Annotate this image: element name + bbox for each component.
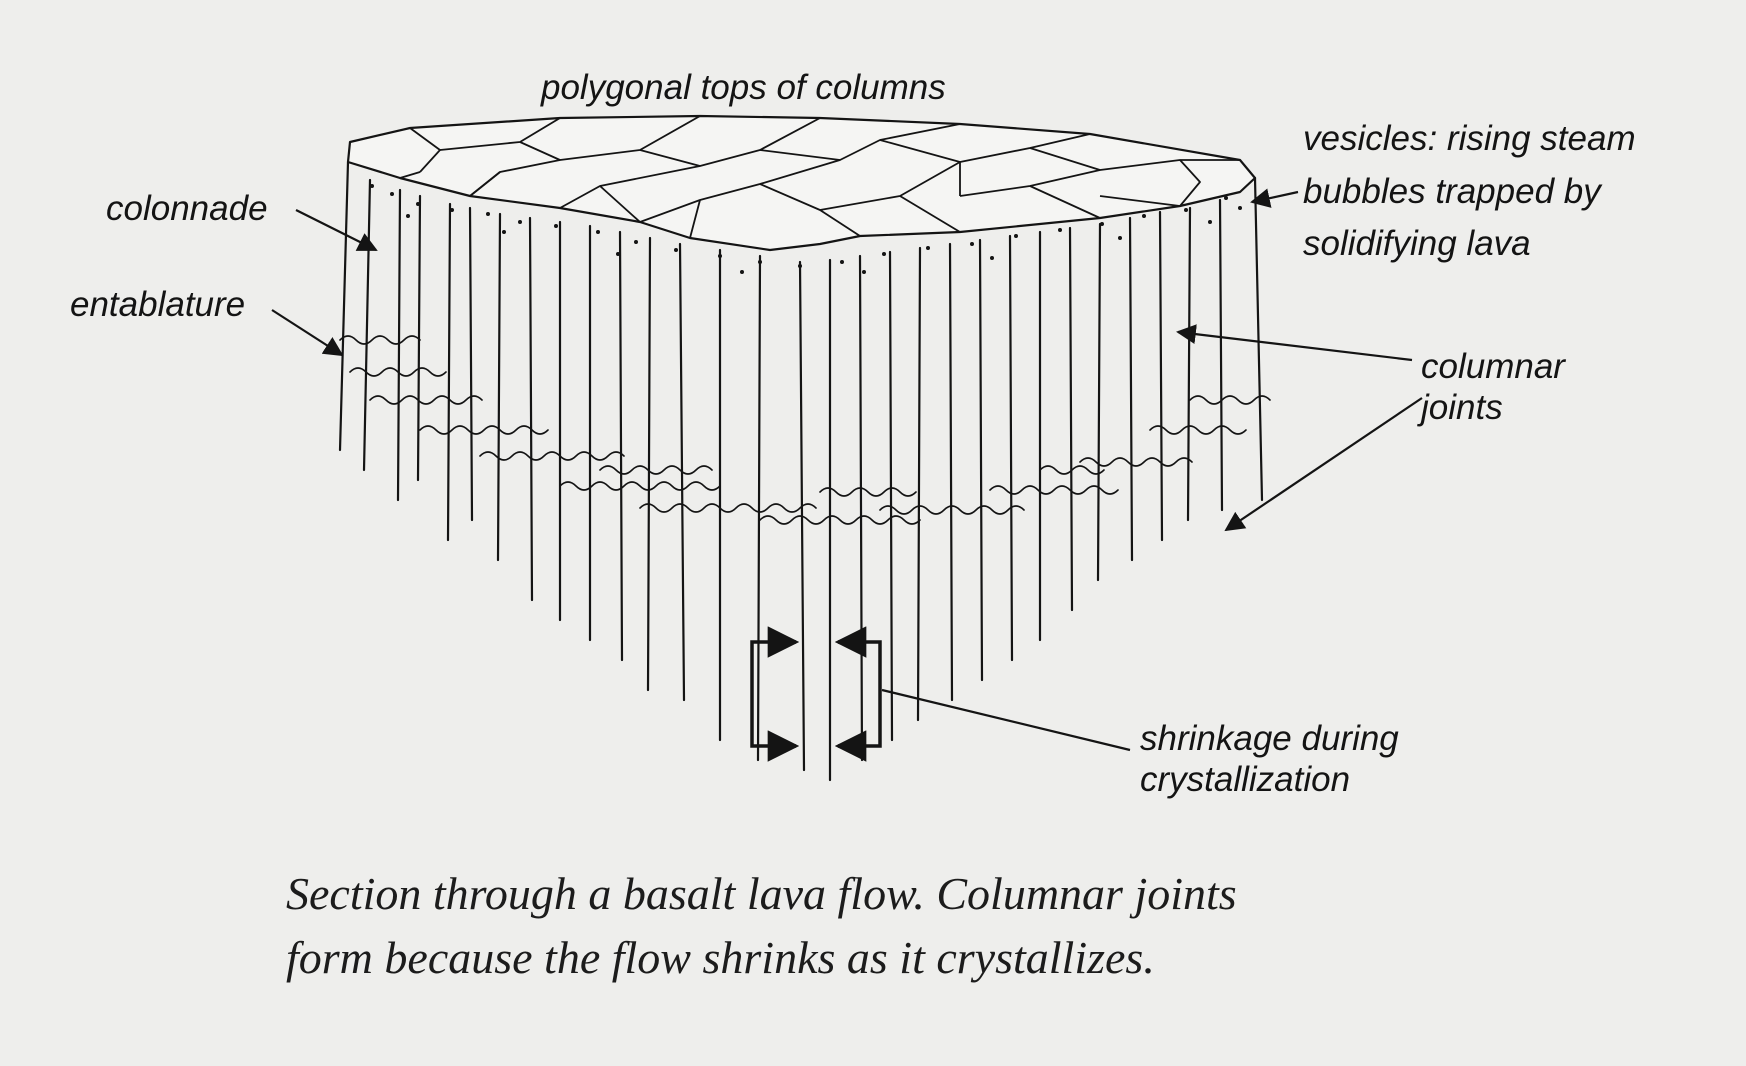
label-polygonal-tops: polygonal tops of columns bbox=[541, 68, 946, 107]
label-colonnade: colonnade bbox=[106, 189, 268, 228]
label-shrinkage-line-1: shrinkage during bbox=[1140, 719, 1399, 758]
label-columnar-joints-line-2: joints bbox=[1421, 388, 1503, 428]
figure-caption: Section through a basalt lava flow. Colu… bbox=[286, 862, 1237, 990]
joints-leader-lower bbox=[1224, 397, 1423, 532]
joints-leader-upper bbox=[1176, 324, 1413, 362]
shrinkage-bracket bbox=[750, 626, 882, 762]
entablature-leader bbox=[271, 309, 344, 357]
label-shrinkage-line-2: crystallization bbox=[1140, 760, 1351, 800]
label-entablature: entablature bbox=[70, 285, 246, 324]
shrinkage-leader bbox=[881, 688, 1131, 752]
label-shrinkage: shrinkage during crystallization bbox=[1140, 718, 1399, 801]
label-vesicles-line-3: solidifying lava bbox=[1303, 224, 1531, 263]
columnar-joint-lines bbox=[338, 160, 1264, 782]
label-columnar-joints-line-1: columnar bbox=[1421, 347, 1565, 386]
leader-lines bbox=[271, 188, 1423, 752]
label-vesicles-line-2: bubbles trapped by bbox=[1303, 171, 1601, 211]
label-vesicles: vesicles: rising steam bubbles trapped b… bbox=[1303, 113, 1636, 271]
label-vesicles-line-1: vesicles: rising steam bbox=[1303, 119, 1636, 158]
label-columnar-joints: columnar joints bbox=[1421, 346, 1565, 429]
polygonal-tops bbox=[346, 114, 1257, 252]
caption-line-2: form because the flow shrinks as it crys… bbox=[286, 932, 1155, 983]
entablature-band bbox=[339, 335, 1271, 525]
colonnade-leader bbox=[295, 209, 378, 251]
vesicles-leader bbox=[1250, 188, 1299, 208]
top-outline bbox=[346, 114, 1257, 252]
caption-line-1: Section through a basalt lava flow. Colu… bbox=[286, 868, 1237, 919]
